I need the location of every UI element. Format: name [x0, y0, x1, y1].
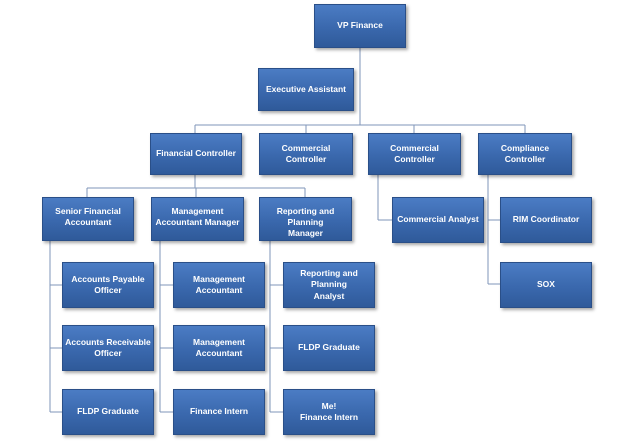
senior-financial-accountant-box: Senior Financial Accountant	[42, 197, 134, 241]
sox-box: SOX	[500, 262, 592, 308]
accounts-receivable-officer-label: Accounts Receivable Officer	[65, 336, 151, 358]
compliance-controller-box: Compliance Controller	[478, 133, 572, 175]
vp-finance-label: VP Finance	[337, 20, 383, 31]
management-accountant-2-box: Management Accountant	[173, 325, 265, 371]
commercial-controller-box: Commercial Controller	[259, 133, 353, 175]
rim-coordinator-label: RIM Coordinator	[512, 214, 580, 225]
fldp-graduate-1-label: FLDP Graduate	[77, 406, 139, 417]
executive-assistant-box: Executive Assistant	[258, 68, 354, 111]
management-accountant-manager-box: Management Accountant Manager	[151, 197, 244, 241]
senior-financial-accountant-label: Senior Financial Accountant	[55, 206, 121, 228]
rim-coordinator-box: RIM Coordinator	[500, 197, 592, 243]
compliance-controller-label: Compliance Controller	[500, 142, 550, 164]
fldp-graduate-1-box: FLDP Graduate	[62, 389, 154, 435]
management-accountant-1-label: Management Accountant	[193, 273, 245, 295]
accounts-receivable-officer-box: Accounts Receivable Officer	[62, 325, 154, 371]
management-accountant-manager-label: Management Accountant Manager	[155, 206, 240, 228]
management-accountant-2-label: Management Accountant	[193, 336, 245, 358]
reporting-planning-manager-label: Reporting and Planning Manager	[276, 206, 335, 239]
management-accountant-1-box: Management Accountant	[173, 262, 265, 308]
executive-assistant-label: Executive Assistant	[266, 83, 346, 94]
commercial-controller-2-box: Commercial Controller	[368, 133, 461, 175]
fldp-graduate-2-box: FLDP Graduate	[283, 325, 375, 371]
financial-controller-label: Financial Controller	[156, 148, 236, 159]
commercial-analyst-label: Commercial Analyst	[397, 214, 479, 225]
reporting-planning-manager-box: Reporting and Planning Manager	[259, 197, 352, 241]
accounts-payable-officer-label: Accounts Payable Officer	[71, 273, 145, 295]
commercial-controller-label: Commercial Controller	[281, 142, 331, 164]
finance-intern-box: Finance Intern	[173, 389, 265, 435]
finance-intern-label: Finance Intern	[189, 406, 249, 417]
vp-finance-box: VP Finance	[314, 4, 406, 48]
reporting-planning-analyst-label: Reporting and Planning Analyst	[300, 268, 358, 301]
accounts-payable-officer-box: Accounts Payable Officer	[62, 262, 154, 308]
commercial-analyst-box: Commercial Analyst	[392, 197, 484, 243]
financial-controller-box: Financial Controller	[150, 133, 242, 175]
reporting-planning-analyst-box: Reporting and Planning Analyst	[283, 262, 375, 308]
me-finance-intern-label: Me! Finance Intern	[299, 400, 359, 422]
commercial-controller-2-label: Commercial Controller	[390, 142, 439, 164]
me-finance-intern-box: Me! Finance Intern	[283, 389, 375, 435]
sox-label: SOX	[537, 279, 555, 290]
fldp-graduate-2-label: FLDP Graduate	[298, 342, 360, 353]
